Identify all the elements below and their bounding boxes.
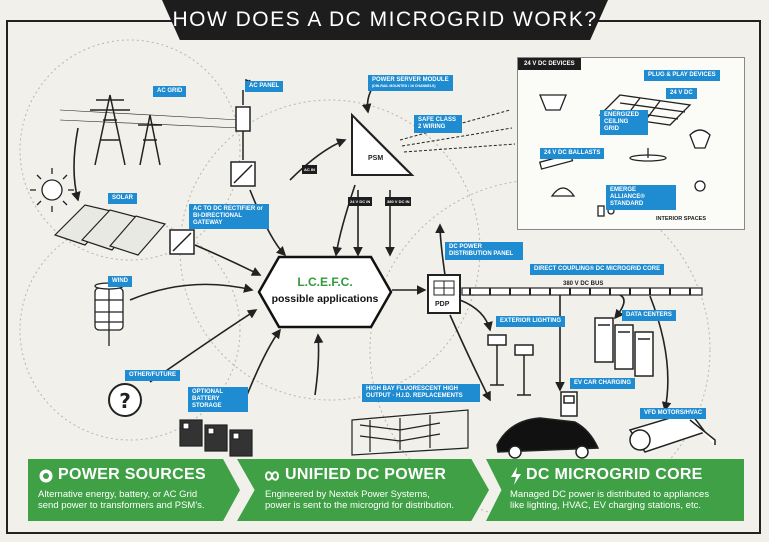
label-ac-grid: AC GRID: [153, 86, 187, 97]
label-direct-coupling: DIRECT COUPLING® DC MICROGRID CORE: [530, 264, 665, 275]
banner-title: UNIFIED DC POWER: [285, 466, 447, 483]
svg-text:?: ?: [119, 389, 131, 413]
label-exterior-lighting: EXTERIOR LIGHTING: [496, 316, 566, 327]
sun-badge-icon: [39, 469, 53, 483]
pdp-icon: [427, 274, 461, 314]
label-data-centers: DATA CENTERS: [622, 310, 676, 321]
lamp-icon: [550, 187, 576, 197]
street-light-icon: [487, 334, 534, 396]
label-vfd: VFD MOTORS/HVAC: [640, 408, 707, 419]
battery-icon: [179, 419, 253, 457]
label-dc-panel: DC POWER DISTRIBUTION PANEL: [445, 242, 523, 260]
label-dc-out: 380 V DC IN: [385, 197, 412, 206]
speaker-icon: [689, 129, 711, 149]
solar-panel-icon: [53, 204, 167, 256]
lightning-icon: [511, 467, 521, 485]
label-plug-play: PLUG & PLAY DEVICES: [644, 70, 720, 81]
banner-title: DC MICROGRID CORE: [526, 466, 703, 483]
banner-power-sources: POWER SOURCES Alternative energy, batter…: [28, 459, 240, 521]
psm-label: PSM: [368, 155, 383, 162]
banner-dc-microgrid-core: DC MICROGRID CORE Managed DC power is di…: [486, 459, 744, 521]
ceiling-grid-icon: [598, 94, 692, 126]
server-rack-icon: [594, 317, 654, 377]
label-high-bay: HIGH BAY FLUORESCENT HIGH OUTPUT · H.I.D…: [362, 384, 480, 402]
center-subtitle: possible applications: [271, 293, 379, 305]
power-tower-icon: [59, 94, 241, 166]
hvac-icon: [628, 411, 716, 453]
label-dc-in: 24 V DC IN: [348, 197, 373, 206]
ev-charger-icon: [560, 391, 578, 417]
question-icon: ?: [108, 383, 142, 417]
label-battery: OPTIONAL BATTERY STORAGE: [188, 387, 248, 412]
label-ceiling-grid: ENERGIZED CEILING GRID: [600, 110, 648, 135]
banner-desc: Managed DC power is distributed to appli…: [510, 489, 710, 511]
banner-unified-dc-power: UNIFIED DC POWER Engineered by Nextek Po…: [237, 459, 489, 521]
banner-title: POWER SOURCES: [58, 466, 206, 483]
label-ev-charging: EV CAR CHARGING: [570, 378, 636, 389]
car-icon: [496, 417, 600, 459]
dc-bus-icon: [461, 287, 703, 296]
label-bus: 380 V DC BUS: [563, 281, 604, 287]
smoke-detector-icon: [694, 180, 706, 192]
label-solar: SOLAR: [108, 193, 137, 204]
page-title: HOW DOES A DC MICROGRID WORK?: [162, 0, 608, 40]
label-ac-in: AC IN: [302, 165, 317, 174]
devices-title: 24 V DC DEVICES: [518, 58, 581, 70]
label-wind: WIND: [108, 276, 132, 287]
label-ballasts: 24 V DC BALLASTS: [540, 148, 605, 159]
interior-spaces-label: INTERIOR SPACES: [656, 216, 707, 222]
ac-panel-icon: [230, 90, 256, 187]
label-rectifier: AC TO DC RECTIFIER or BI-DIRECTIONAL GAT…: [189, 204, 269, 229]
center-hexagon: [257, 255, 393, 329]
infinity-icon: [264, 471, 280, 481]
banner-desc: Engineered by Nextek Power Systems,power…: [265, 489, 455, 511]
ceiling-light-icon: [539, 94, 567, 111]
sun-icon: [30, 168, 74, 212]
high-bay-icon: [351, 409, 469, 456]
rectifier-icon: [169, 229, 195, 255]
switch-icon: [597, 205, 605, 217]
label-emerge: EMERGE ALLIANCE® STANDARD: [606, 185, 676, 210]
label-other: OTHER/FUTURE: [125, 370, 180, 381]
label-safe-class: SAFE CLASS 2 WIRING: [414, 115, 462, 133]
center-title: L.C.E.F.C.: [297, 275, 353, 289]
psm-icon: [351, 112, 415, 176]
label-psm: POWER SERVER MODULE(DIN-RAIL MOUNTED / 1…: [368, 75, 453, 91]
pdp-label: PDP: [435, 301, 450, 308]
label-ac-panel: AC PANEL: [245, 81, 284, 92]
label-24vdc: 24 V DC: [666, 88, 697, 99]
